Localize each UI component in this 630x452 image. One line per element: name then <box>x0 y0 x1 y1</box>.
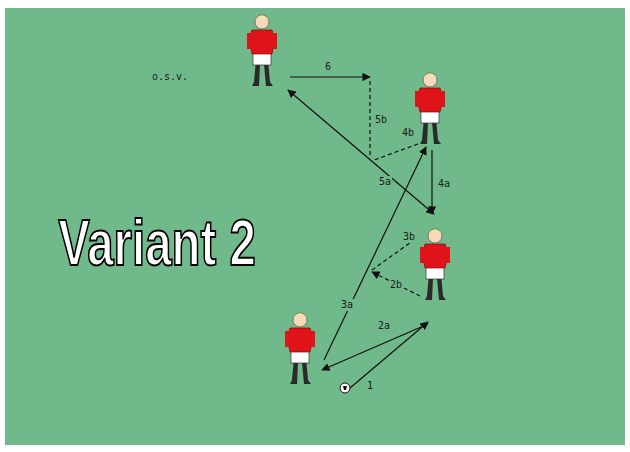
step-label: 3b <box>402 231 416 243</box>
step-label: 5b <box>374 114 388 126</box>
variant-title: Variant 2 <box>58 208 255 278</box>
step-label: 4b <box>401 127 415 139</box>
step-label: 2a <box>377 320 391 332</box>
step-label: o.s.v. <box>151 71 189 83</box>
step-label: 5a <box>378 176 392 188</box>
step-label: 6 <box>324 61 332 73</box>
step-label: 3a <box>340 299 354 311</box>
step-label: 4a <box>437 178 451 190</box>
step-label: 2b <box>389 279 403 291</box>
step-label: 1 <box>366 380 374 392</box>
